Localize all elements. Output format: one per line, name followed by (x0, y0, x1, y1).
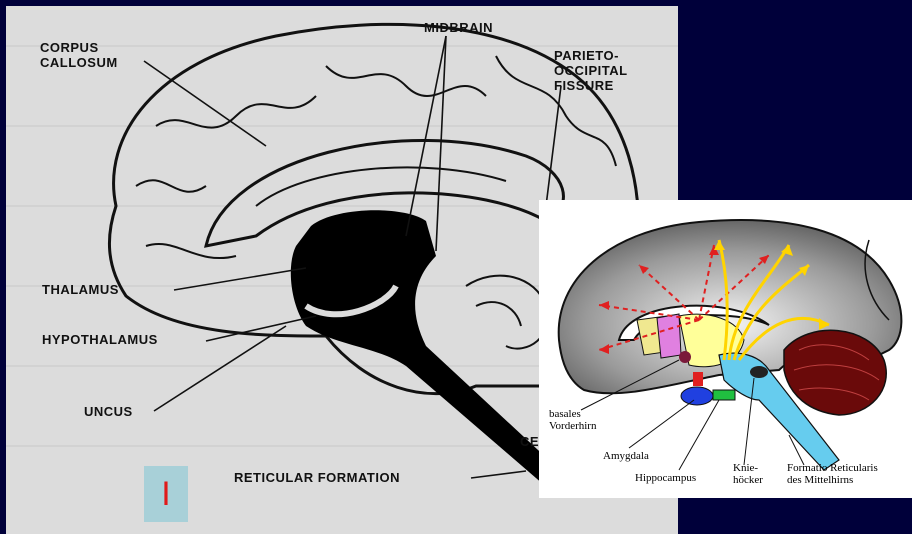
roman-numeral-badge: I (144, 466, 188, 522)
label-basales-vorderhirn: basales Vorderhirn (549, 408, 596, 432)
label-uncus: UNCUS (84, 404, 133, 419)
label-parieto-occipital-fissure: PARIETO- OCCIPITAL FISSURE (554, 48, 628, 93)
label-reticular-formation: RETICULAR FORMATION (234, 470, 400, 485)
label-hippocampus: Hippocampus (635, 472, 696, 484)
label-thalamus: THALAMUS (42, 282, 119, 297)
label-formatio-reticularis: Formatio Reticularis des Mittelhirns (787, 462, 878, 486)
label-corpus-callosum: CORPUS CALLOSUM (40, 40, 118, 70)
colored-brain-drawing (539, 200, 912, 498)
label-midbrain: MIDBRAIN (424, 20, 493, 35)
label-amygdala: Amygdala (603, 450, 649, 462)
label-kniehoecker: Knie- höcker (733, 462, 763, 486)
label-hypothalamus: HYPOTHALAMUS (42, 332, 158, 347)
brain-color-schematic: basales Vorderhirn Amygdala Hippocampus … (539, 200, 912, 498)
label-ce-partial: CE (520, 434, 539, 449)
